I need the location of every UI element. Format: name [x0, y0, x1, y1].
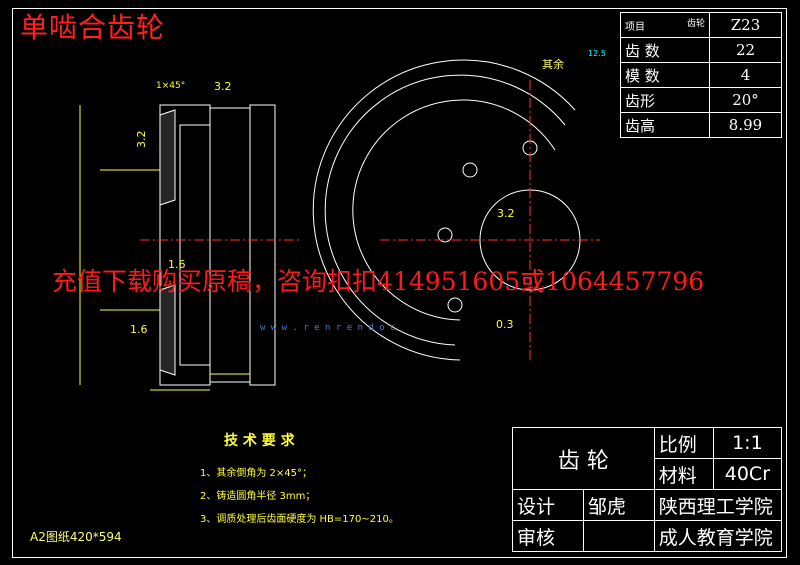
roughness-top: 3.2	[214, 80, 232, 93]
runout-tol: 0.3	[496, 318, 514, 331]
gear-parameter-table: 项目 齿轮 Z23 齿 数 22 模 数 4 齿形 20° 齿高 8.99	[620, 12, 782, 138]
title-row: 审核 成人教育学院	[512, 520, 783, 552]
scale-value: 1:1	[712, 427, 783, 459]
reviewer-value	[582, 520, 655, 552]
param-header: 项目 齿轮	[620, 12, 710, 38]
overlay-title: 单啮合齿轮	[20, 11, 166, 44]
web-hole	[437, 227, 453, 243]
param-header-value: Z23	[709, 12, 782, 38]
section-hatch-bottom	[159, 284, 176, 376]
title-block: 齿 轮 比例 1:1 材料 40Cr 设计 邹虎 陕西理工学院 审核 成人教育学…	[512, 427, 783, 552]
rest-roughness-value: 12.5	[588, 49, 606, 58]
gear-web-arc	[352, 99, 556, 321]
roughness-1-6-b: 1.6	[130, 323, 148, 336]
param-label: 齿形	[620, 87, 710, 113]
technical-requirements: 技 术 要 求 1、其余倒角为 2×45°； 2、铸造圆角半径 3mm； 3、调…	[200, 430, 399, 533]
school-name-2: 成人教育学院	[653, 520, 783, 552]
web-hole	[447, 297, 463, 313]
section-hatch-top	[159, 109, 176, 206]
roughness-1-6: 1.6	[168, 258, 186, 271]
roughness-left: 3.2	[135, 131, 148, 149]
drawing-frame	[12, 8, 787, 558]
designer-label: 设计	[512, 489, 584, 521]
param-value: 8.99	[709, 112, 782, 138]
param-label: 齿高	[620, 112, 710, 138]
designer-value: 邹虎	[582, 489, 655, 521]
param-header-left: 项目	[625, 22, 645, 33]
param-header-row: 项目 齿轮 Z23	[620, 12, 782, 38]
param-label: 齿 数	[620, 37, 710, 63]
tech-item: 2、铸造圆角半径 3mm；	[200, 491, 316, 502]
param-row: 齿高 8.99	[620, 112, 782, 138]
gear-rim-front	[209, 107, 251, 383]
reviewer-label: 审核	[512, 520, 584, 552]
param-value: 4	[709, 62, 782, 88]
title-row: 设计 邹虎 陕西理工学院	[512, 489, 783, 521]
site-watermark: w w w . r e n r e n d o c	[260, 323, 395, 333]
param-header-right: 齿轮	[686, 19, 705, 29]
material-value: 40Cr	[712, 458, 783, 490]
gear-outer-arc	[312, 59, 576, 361]
param-label: 模 数	[620, 62, 710, 88]
param-row: 齿 数 22	[620, 37, 782, 63]
title-row: 齿 轮 比例 1:1	[512, 427, 783, 490]
material-label: 材料	[653, 458, 714, 490]
tech-item: 1、其余倒角为 2×45°；	[200, 468, 313, 479]
web-hole	[462, 162, 478, 178]
school-name-1: 陕西理工学院	[653, 489, 783, 521]
roughness-bore: 3.2	[497, 207, 515, 220]
param-row: 齿形 20°	[620, 87, 782, 113]
gear-front-view	[312, 59, 600, 361]
param-row: 模 数 4	[620, 62, 782, 88]
tech-item: 3、调质处理后齿面硬度为 HB=170~210。	[200, 514, 399, 525]
gear-rim-outer	[249, 104, 276, 386]
tech-heading: 技 术 要 求	[224, 433, 295, 449]
part-name: 齿 轮	[512, 427, 655, 490]
gear-pitch-arc	[324, 74, 566, 346]
paper-size-label: A2图纸420*594	[30, 530, 122, 544]
param-value: 22	[709, 37, 782, 63]
watermark-text: 充值下载购买原稿，咨询扣扣414951605或1064457796	[52, 267, 705, 296]
param-value: 20°	[709, 87, 782, 113]
scale-label: 比例	[653, 427, 714, 459]
gear-web	[179, 124, 211, 366]
rest-roughness-label: 其余	[542, 58, 564, 71]
chamfer-dim: 1×45°	[156, 81, 185, 91]
gear-section-view	[79, 104, 300, 391]
